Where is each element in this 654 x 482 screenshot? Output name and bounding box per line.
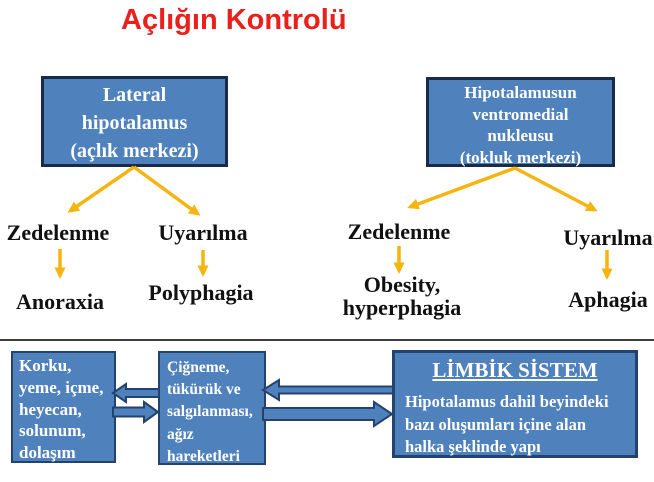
block-arrow-oral-to-limbic	[262, 400, 394, 428]
block-arrow-oral-to-autonomic	[111, 382, 160, 404]
arrow-satiety-to-damage	[407, 166, 516, 210]
oral-line: Çiğneme,	[167, 359, 230, 376]
autonomic-line: heyecan,	[19, 399, 82, 419]
limbic-system-title: LİMBİK SİSTEM	[432, 358, 598, 382]
hunger-center-box: Lateral hipotalamus (açlık merkezi)	[41, 76, 228, 167]
hunger-center-line: hipotalamus	[81, 112, 188, 134]
oral-line: tükürük ve	[167, 381, 241, 399]
block-arrow-autonomic-to-oral	[112, 400, 160, 424]
autonomic-line: Korku,	[19, 356, 72, 375]
block-arrow-limbic-to-oral	[261, 378, 394, 402]
arrow-satiety-to-stimulation	[514, 166, 598, 212]
satiety-center-box: Hipotalamusun ventromedial nukleusu (tok…	[426, 77, 615, 167]
autonomic-line: dolaşım	[19, 443, 76, 463]
satiety-center-line: (tokluk merkezi)	[459, 147, 582, 167]
page-title: Açlığın Kontrolü	[121, 4, 347, 36]
right-stimulation-result-label: Aphagia	[568, 287, 648, 312]
arrow-hunger-to-stimulation	[132, 165, 201, 216]
satiety-center-line: Hipotalamusun	[464, 83, 577, 102]
limbic-body-line: Hipotalamus dahil beyindeki	[405, 392, 609, 411]
left-stimulation-result-label: Polyphagia	[148, 280, 254, 305]
satiety-center-line: nukleusu	[487, 126, 554, 145]
limbic-body-line: halka şeklinde yapı	[405, 437, 541, 456]
oral-line: ağız	[167, 425, 194, 443]
oral-line: hareketleri	[167, 447, 240, 465]
autonomic-line: solunum,	[19, 421, 86, 441]
autonomic-functions-box: Korku, yeme, içme, heyecan, solunum, dol…	[11, 351, 116, 463]
hunger-center-line: (açlık merkezi)	[70, 140, 199, 162]
right-damage-result-line: Obesity,	[363, 272, 441, 297]
oral-line: salgılanması,	[167, 403, 253, 421]
left-damage-label: Zedelenme	[6, 220, 110, 245]
oral-functions-box: Çiğneme, tükürük ve salgılanması, ağız h…	[158, 351, 266, 465]
right-stimulation-label: Uyarılma	[563, 225, 653, 250]
limbic-system-box: LİMBİK SİSTEM Hipotalamus dahil beyindek…	[392, 350, 638, 458]
limbic-system-body: Hipotalamus dahil beyindeki bazı oluşuml…	[395, 391, 635, 459]
left-stimulation-label: Uyarılma	[158, 220, 248, 245]
arrow-hunger-to-damage	[67, 165, 135, 213]
left-damage-result-label: Anoraxia	[16, 289, 104, 314]
limbic-body-line: bazı oluşumları içine alan	[405, 414, 587, 434]
hunger-center-line: Lateral	[102, 84, 167, 106]
satiety-center-line: ventromedial	[472, 104, 569, 124]
autonomic-line: yeme, içme,	[19, 377, 104, 397]
right-damage-result-label: Obesity, hyperphagia	[336, 273, 468, 319]
right-damage-result-line: hyperphagia	[342, 295, 462, 320]
right-damage-label: Zedelenme	[347, 219, 451, 244]
